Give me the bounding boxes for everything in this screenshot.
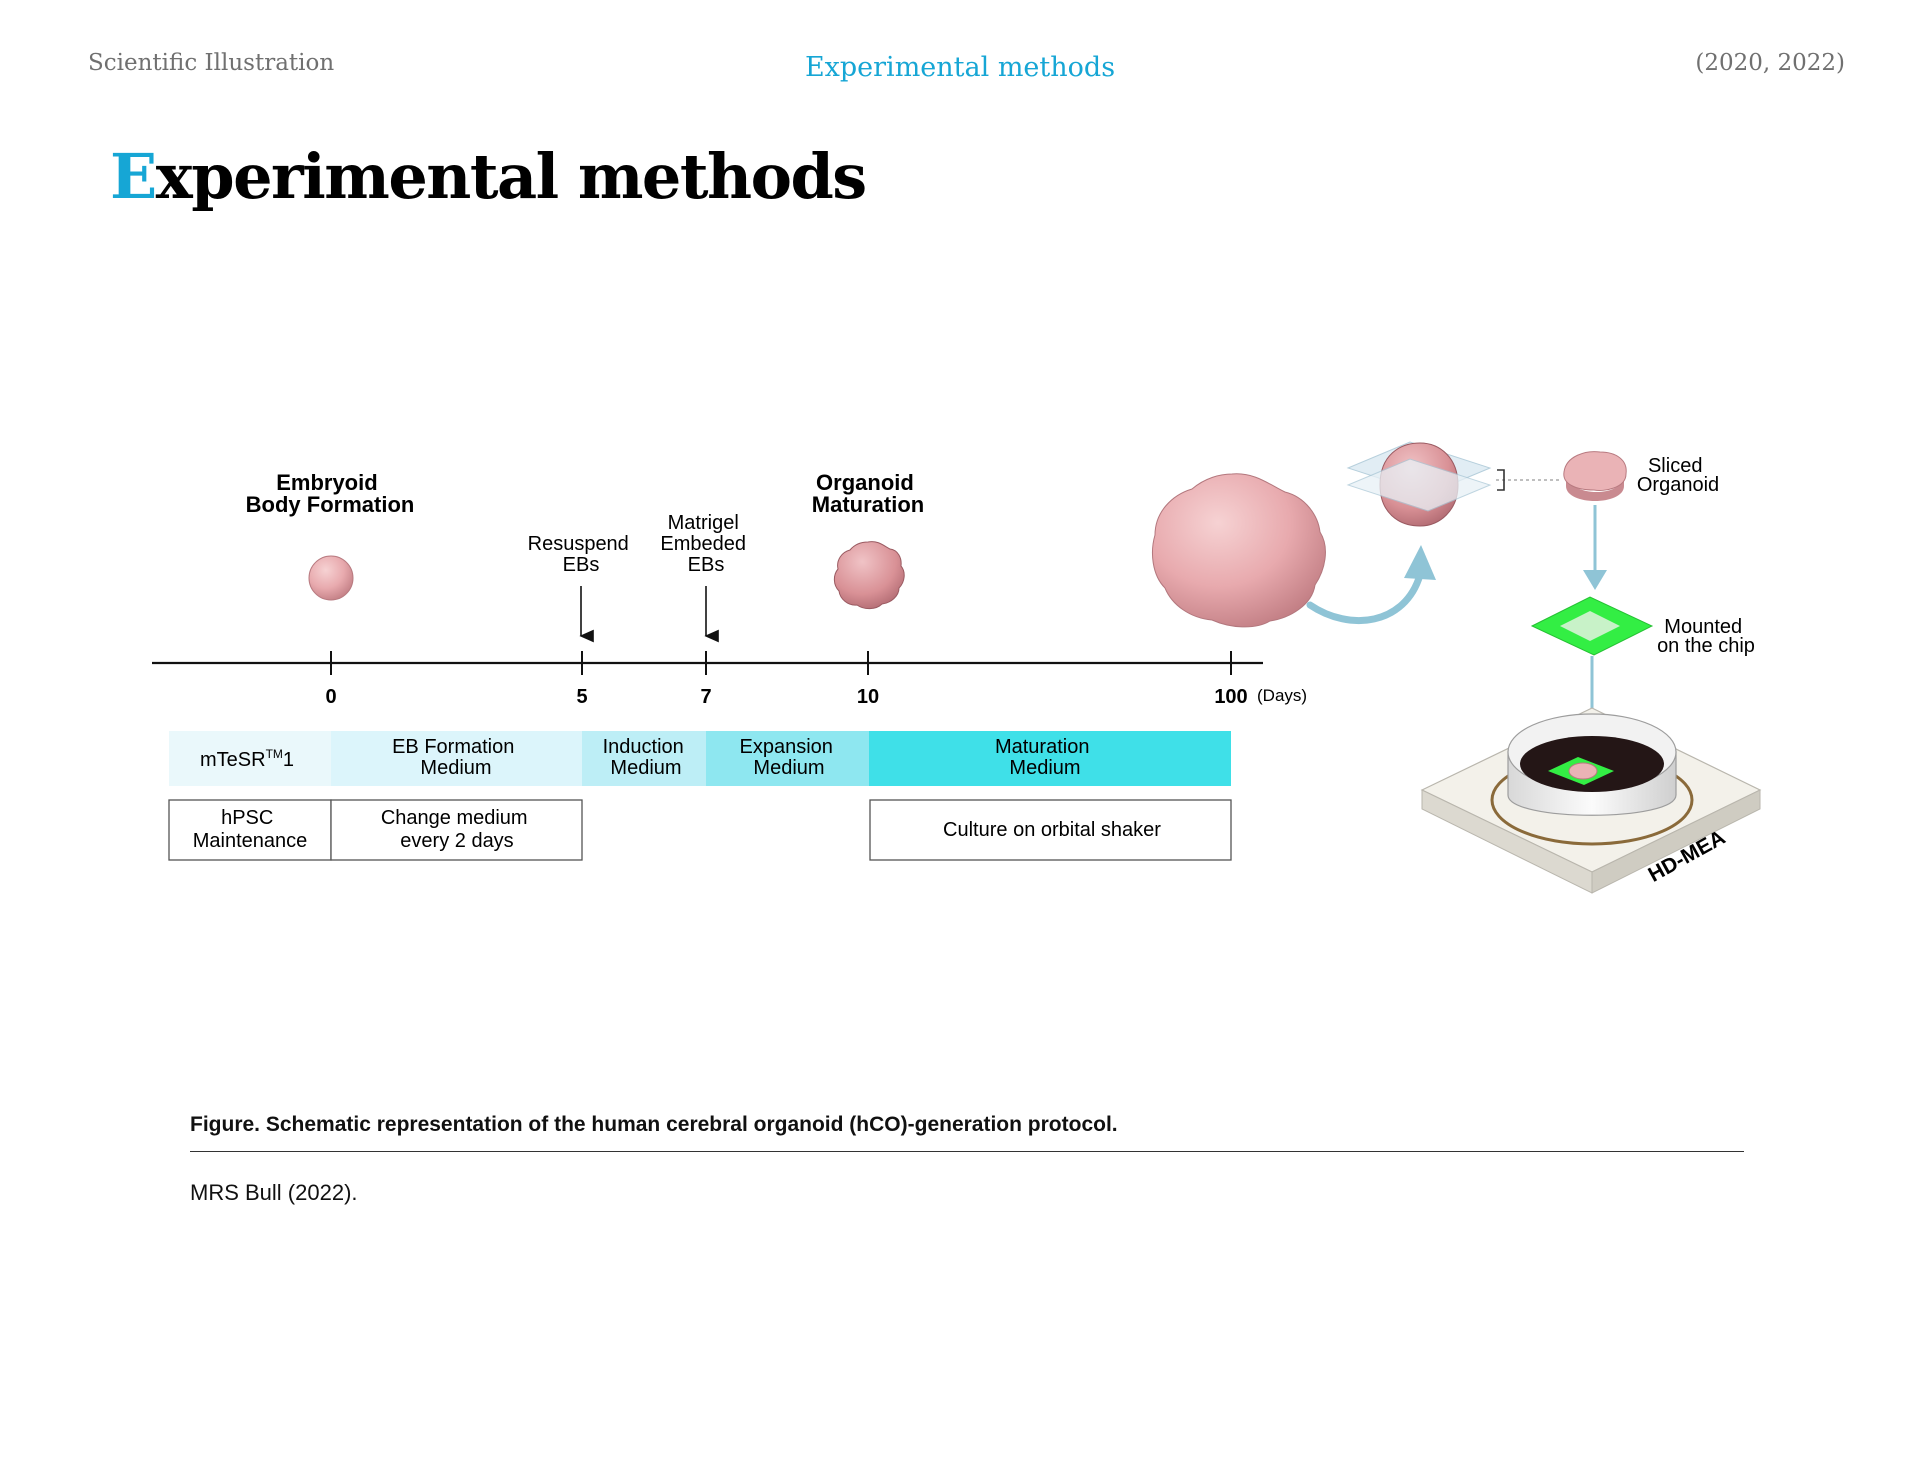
- medium-mtesr-text: mTeSR: [200, 749, 266, 771]
- medium-mtesr-bar: [169, 731, 331, 786]
- organoid-medium-sphere: [833, 541, 905, 610]
- medium-mtesr-sup: TM: [266, 747, 283, 761]
- sliced-line-2: Organoid: [1637, 474, 1719, 496]
- sliced-organoid-disc: [1563, 451, 1627, 501]
- page-title-initial: E: [110, 140, 157, 213]
- stage-embryoid-line-2: Body Formation: [246, 492, 415, 517]
- medium-induction-label: Induction Medium: [603, 736, 690, 779]
- mounted-line-1: Mounted: [1664, 616, 1742, 638]
- medium-induction-bar: [582, 731, 706, 786]
- medium-eb-label: EB Formation Medium: [392, 736, 520, 779]
- hd-mea-platform: [1420, 707, 1762, 894]
- header-right-label: (2020, 2022): [1695, 50, 1845, 76]
- green-chip: [1530, 596, 1654, 656]
- medium-expansion-label: Expansion Medium: [740, 736, 839, 779]
- tick-label-5: 5: [576, 686, 587, 708]
- curve-arrow-head: [1404, 545, 1436, 580]
- event-resuspend-line-1: Resuspend: [528, 533, 629, 555]
- sliced-line-1: Sliced: [1648, 455, 1702, 477]
- medium-eb-bar: [331, 731, 582, 786]
- medium-mtesr-suffix: 1: [283, 749, 294, 771]
- note-hpsc-line-2: Maintenance: [193, 830, 308, 852]
- caption-divider: [190, 1151, 1744, 1152]
- curve-arrow: [1306, 571, 1424, 625]
- header-center-label: Experimental methods: [804, 52, 1116, 83]
- note-change-box: [330, 799, 583, 861]
- note-hpsc-box: [168, 799, 332, 861]
- note-hpsc-label: hPSC Maintenance: [193, 807, 308, 852]
- medium-mtesr-label: mTeSRTM1: [200, 747, 294, 771]
- event-matrigel-label: Matrigel Embeded EBs: [660, 512, 751, 576]
- tick-label-7: 7: [700, 686, 711, 708]
- note-change-line-2: every 2 days: [400, 830, 513, 852]
- page-title-rest: xperimental methods: [155, 140, 867, 213]
- mounted-line-2: on the chip: [1657, 635, 1755, 657]
- tick-label-10: 10: [857, 686, 879, 708]
- tick-label-0: 0: [325, 686, 336, 708]
- header-left-label: Scientific Illustration: [88, 50, 335, 76]
- figure-source: MRS Bull (2022).: [190, 1180, 358, 1205]
- medium-eb-line-2: Medium: [420, 757, 491, 779]
- note-change-label: Change medium every 2 days: [381, 807, 533, 852]
- note-shaker-box: [869, 799, 1232, 861]
- stage-organoid-line-1: Organoid: [816, 470, 914, 495]
- organoid-large-sphere: [1152, 473, 1326, 628]
- stage-embryoid-label: Embryoid Body Formation: [246, 470, 415, 517]
- note-hpsc-line-1: hPSC: [221, 807, 273, 829]
- stage-embryoid-line-1: Embryoid: [276, 470, 377, 495]
- medium-maturation-bar: [869, 731, 1231, 786]
- note-shaker-label: Culture on orbital shaker: [943, 819, 1161, 841]
- medium-expansion-line-1: Expansion: [740, 736, 833, 758]
- mounted-label: Mounted on the chip: [1657, 616, 1755, 657]
- note-change-line-1: Change medium: [381, 807, 528, 829]
- slicing-assembly: [1346, 441, 1560, 527]
- medium-induction-line-2: Medium: [610, 757, 681, 779]
- down-arrow-1-head: [1583, 570, 1607, 590]
- medium-expansion-bar: [706, 731, 869, 786]
- medium-maturation-line-2: Medium: [1009, 757, 1080, 779]
- page-title: Experimental methods: [110, 140, 867, 213]
- figure-caption: Figure. Schematic representation of the …: [190, 1113, 1118, 1136]
- medium-eb-line-1: EB Formation: [392, 736, 514, 758]
- embryoid-body-sphere: [308, 555, 354, 601]
- event-matrigel-line-2: Embeded: [660, 533, 746, 555]
- medium-expansion-line-2: Medium: [753, 757, 824, 779]
- event-matrigel-line-3: EBs: [688, 554, 725, 576]
- event-matrigel-line-1: Matrigel: [668, 512, 739, 534]
- medium-maturation-label: Maturation Medium: [995, 736, 1095, 779]
- event-resuspend-line-2: EBs: [563, 554, 600, 576]
- event-resuspend-label: Resuspend EBs: [528, 533, 635, 576]
- medium-induction-line-1: Induction: [603, 736, 684, 758]
- sliced-organoid-label: Sliced Organoid: [1637, 455, 1719, 496]
- medium-maturation-line-1: Maturation: [995, 736, 1090, 758]
- stage-organoid-line-2: Maturation: [812, 492, 924, 517]
- timeline-unit-label: (Days): [1257, 686, 1307, 705]
- stage-organoid-label: Organoid Maturation: [812, 470, 924, 517]
- tick-label-100: 100: [1214, 686, 1247, 708]
